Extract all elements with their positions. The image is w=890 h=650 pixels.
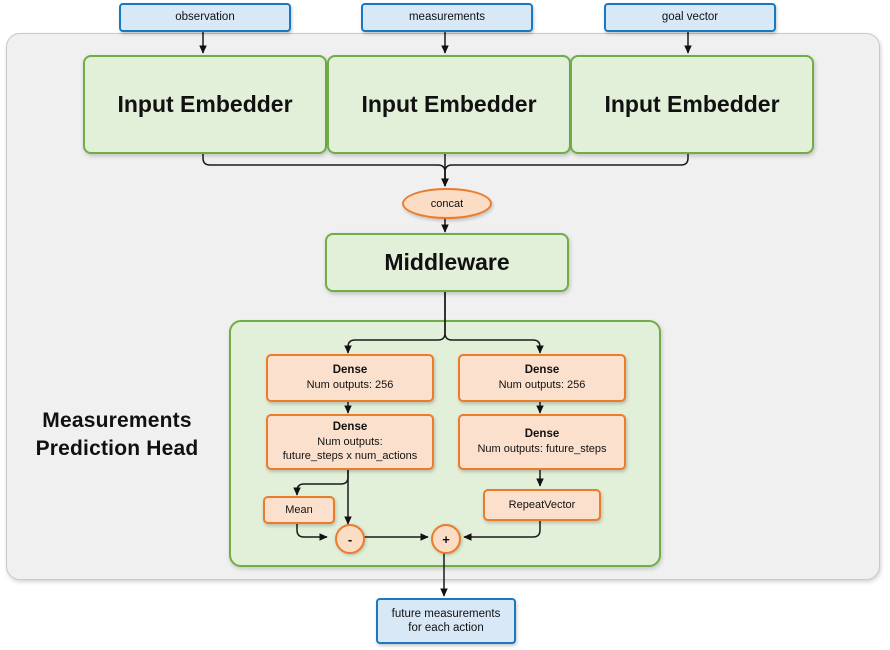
layer-left-dense-2-outputs-label: Num outputs: (317, 436, 383, 449)
input-node-goal-vector[interactable]: goal vector (604, 3, 776, 32)
layer-left-dense-1[interactable]: Dense Num outputs: 256 (266, 354, 434, 402)
block-input-embedder-3[interactable]: Input Embedder (570, 55, 814, 154)
block-input-embedder-1[interactable]: Input Embedder (83, 55, 327, 154)
layer-right-dense-1[interactable]: Dense Num outputs: 256 (458, 354, 626, 402)
operator-add[interactable]: + (431, 524, 461, 554)
block-input-embedder-2-label: Input Embedder (361, 91, 537, 117)
node-concat-label: concat (430, 197, 464, 210)
block-input-embedder-2[interactable]: Input Embedder (327, 55, 571, 154)
input-node-goal-vector-label: goal vector (661, 11, 719, 24)
layer-left-dense-2-outputs-value: future_steps x num_actions (282, 450, 418, 463)
layer-mean-label: Mean (285, 503, 313, 516)
layer-right-dense-2[interactable]: Dense Num outputs: future_steps (458, 414, 626, 470)
layer-right-dense-2-header: Dense (524, 428, 560, 441)
block-middleware-label: Middleware (384, 249, 510, 275)
layer-right-dense-1-header: Dense (524, 364, 560, 377)
block-input-embedder-1-label: Input Embedder (117, 91, 293, 117)
input-node-measurements[interactable]: measurements (361, 3, 533, 32)
output-node-future-measurements[interactable]: future measurements for each action (376, 598, 516, 644)
layer-left-dense-2-header: Dense (332, 421, 368, 434)
input-node-observation[interactable]: observation (119, 3, 291, 32)
layer-left-dense-1-outputs: Num outputs: 256 (306, 379, 394, 392)
output-node-line-1: future measurements (391, 607, 501, 620)
mph-title-line-1: Measurements (42, 409, 192, 432)
layer-mean[interactable]: Mean (263, 496, 335, 524)
input-node-observation-label: observation (175, 11, 235, 24)
input-node-measurements-label: measurements (408, 11, 486, 24)
node-concat[interactable]: concat (402, 188, 492, 219)
layer-right-dense-1-outputs: Num outputs: 256 (498, 379, 586, 392)
block-middleware[interactable]: Middleware (325, 233, 569, 292)
layer-left-dense-2[interactable]: Dense Num outputs: future_steps x num_ac… (266, 414, 434, 470)
layer-right-dense-2-outputs: Num outputs: future_steps (477, 443, 607, 456)
layer-left-dense-1-header: Dense (332, 364, 368, 377)
block-input-embedder-3-label: Input Embedder (604, 91, 780, 117)
layer-repeat-vector[interactable]: RepeatVector (483, 489, 601, 521)
operator-add-symbol: + (442, 531, 450, 547)
mph-title-line-2: Prediction Head (35, 436, 199, 460)
layer-repeat-vector-label: RepeatVector (508, 498, 576, 511)
operator-subtract-symbol: - (347, 531, 353, 547)
measurements-prediction-head-title: Measurements Prediction Head (22, 407, 212, 462)
operator-subtract[interactable]: - (335, 524, 365, 554)
output-node-line-2: for each action (408, 622, 484, 634)
